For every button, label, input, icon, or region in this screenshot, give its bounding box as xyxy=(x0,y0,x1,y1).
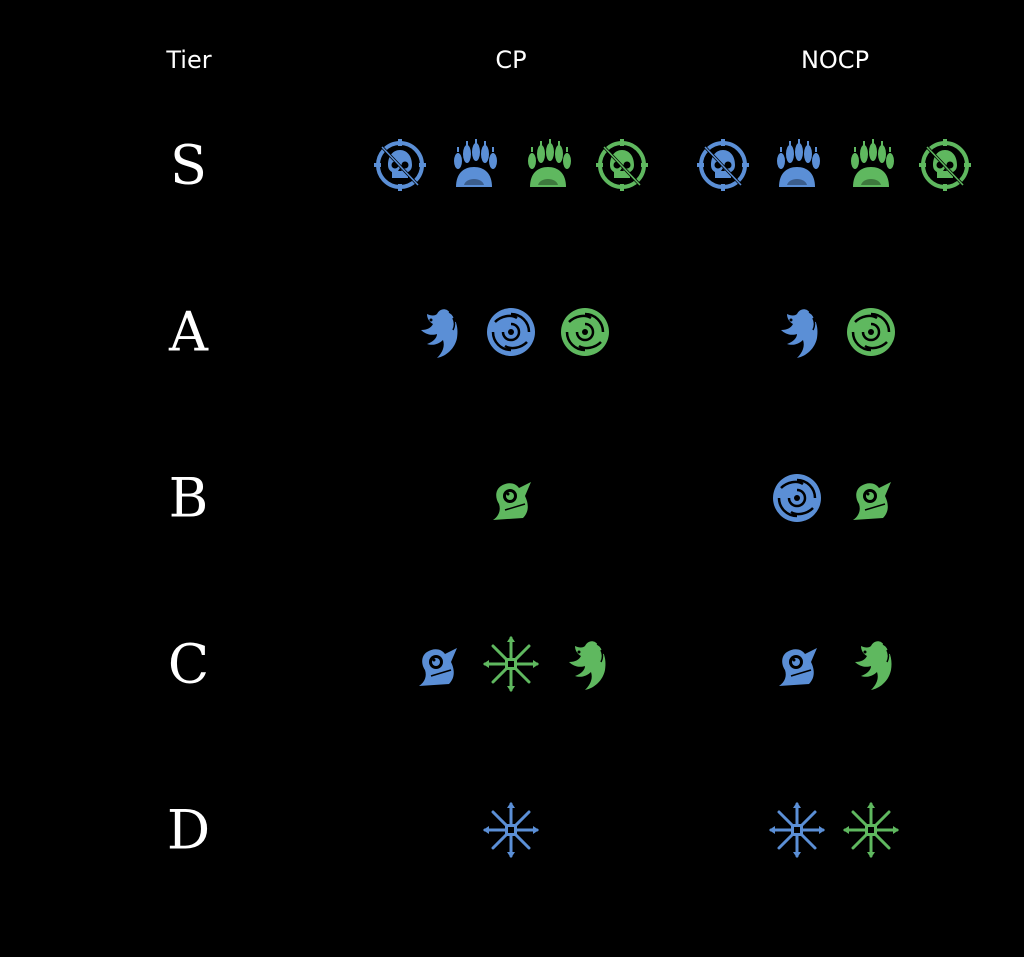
cp-header: CP xyxy=(495,46,527,74)
tier-label: B xyxy=(168,466,210,530)
eye-shard-icon xyxy=(409,636,465,692)
chaos-star-icon xyxy=(483,636,539,692)
tier-header: Tier xyxy=(166,46,212,74)
skull-crosshair-icon xyxy=(372,137,428,193)
swirl-icon xyxy=(557,304,613,360)
bear-paw-icon xyxy=(769,137,825,193)
dragon-icon xyxy=(409,304,465,360)
chaos-star-icon xyxy=(843,802,899,858)
tier-label: A xyxy=(169,300,209,364)
tier-label: S xyxy=(170,133,208,197)
eye-shard-icon xyxy=(769,636,825,692)
nocp-header: NOCP xyxy=(800,46,870,74)
eye-shard-icon xyxy=(843,470,899,526)
tier-label: D xyxy=(166,798,212,862)
swirl-icon xyxy=(843,304,899,360)
eye-shard-icon xyxy=(483,470,539,526)
dragon-icon xyxy=(557,636,613,692)
skull-crosshair-icon xyxy=(594,137,650,193)
bear-paw-icon xyxy=(520,137,576,193)
swirl-icon xyxy=(483,304,539,360)
bear-paw-icon xyxy=(843,137,899,193)
tier-label: C xyxy=(167,632,211,696)
bear-paw-icon xyxy=(446,137,502,193)
chaos-star-icon xyxy=(483,802,539,858)
dragon-icon xyxy=(769,304,825,360)
dragon-icon xyxy=(843,636,899,692)
swirl-icon xyxy=(769,470,825,526)
chaos-star-icon xyxy=(769,802,825,858)
skull-crosshair-icon xyxy=(695,137,751,193)
skull-crosshair-icon xyxy=(917,137,973,193)
